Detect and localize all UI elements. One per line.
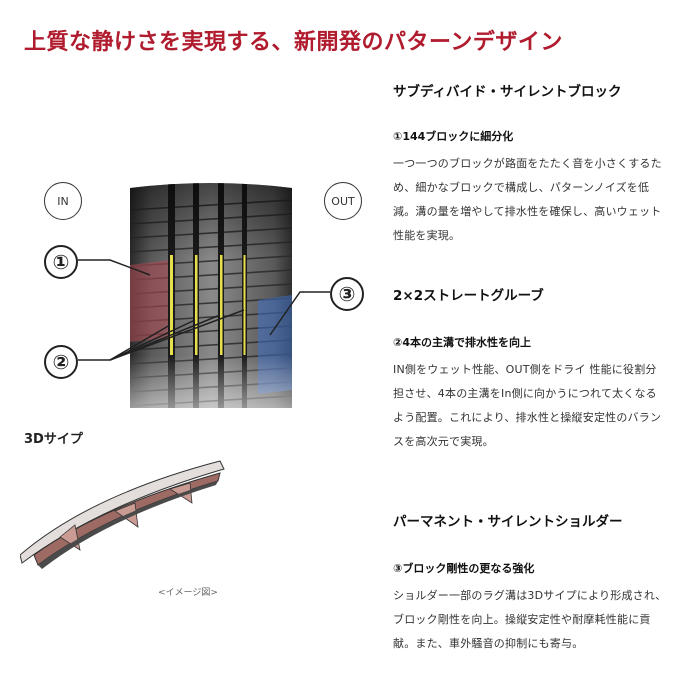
description-line: 担させ、4本の主溝をIn側に向かうにつれて太くなる — [393, 387, 657, 400]
description-line: スを高次元で実現。 — [393, 435, 494, 448]
description-line: ブロック剛性を向上。操縦安定性や耐摩耗性能に貢 — [393, 613, 651, 626]
feature-silent-shoulder: パーマネント・サイレントショルダー ③ブロック剛性の更なる強化 ショルダー一部の… — [393, 510, 688, 656]
marker-1: ① — [44, 245, 78, 279]
page-headline: 上質な静けさを実現する、新開発のパターンデザイン — [24, 30, 563, 55]
tread-figure: IN OUT ① ② ③ — [0, 160, 380, 420]
feature-subtitle: ③ブロック剛性の更なる強化 — [393, 562, 535, 575]
feature-description: 一つ一つのブロックが路面をたたく音を小さくするた め、細かなブロックで構成し、パ… — [393, 152, 688, 248]
out-side-label: OUT — [324, 182, 362, 220]
feature-title: 2×2ストレートグルーブ — [393, 288, 544, 304]
feature-straight-groove: 2×2ストレートグルーブ ②4本の主溝で排水性を向上 IN側をウェット性能、OU… — [393, 284, 688, 454]
description-line: 献。また、車外騒音の抑制にも寄与。 — [393, 637, 584, 650]
marker-2: ② — [44, 345, 78, 379]
description-line: め、細かなブロックで構成し、パターンノイズを低 — [393, 181, 650, 194]
3d-sipe-illustration — [20, 460, 225, 569]
feature-title: パーマネント・サイレントショルダー — [393, 514, 623, 530]
description-line: 性能を実現。 — [393, 229, 461, 242]
feature-title: サブディバイド・サイレントブロック — [393, 84, 622, 100]
description-line: IN側をウェット性能、OUT側をドライ 性能に役割分 — [393, 363, 657, 376]
in-side-label: IN — [44, 182, 82, 220]
feature-silent-block: サブディバイド・サイレントブロック ①144ブロックに細分化 一つ一つのブロック… — [393, 80, 688, 248]
image-caption: <イメージ図> — [158, 588, 218, 598]
description-line: よう配置。これにより、排水性と操縦安定性のバラン — [393, 411, 662, 424]
feature-description: ショルダー一部のラグ溝は3Dサイプにより形成され、 ブロック剛性を向上。操縦安定… — [393, 584, 688, 656]
feature-description: IN側をウェット性能、OUT側をドライ 性能に役割分 担させ、4本の主溝をIn側… — [393, 358, 688, 454]
tire-tread-illustration — [78, 183, 330, 408]
marker-3: ③ — [330, 277, 364, 311]
3d-sipe-title: 3Dサイプ — [24, 432, 83, 447]
description-line: ショルダー一部のラグ溝は3Dサイプにより形成され、 — [393, 589, 667, 602]
description-line: 減。溝の量を増やして排水性を確保し、高いウェット — [393, 205, 662, 218]
feature-subtitle: ①144ブロックに細分化 — [393, 130, 514, 143]
feature-subtitle: ②4本の主溝で排水性を向上 — [393, 336, 531, 349]
description-line: 一つ一つのブロックが路面をたたく音を小さくするた — [393, 157, 662, 170]
